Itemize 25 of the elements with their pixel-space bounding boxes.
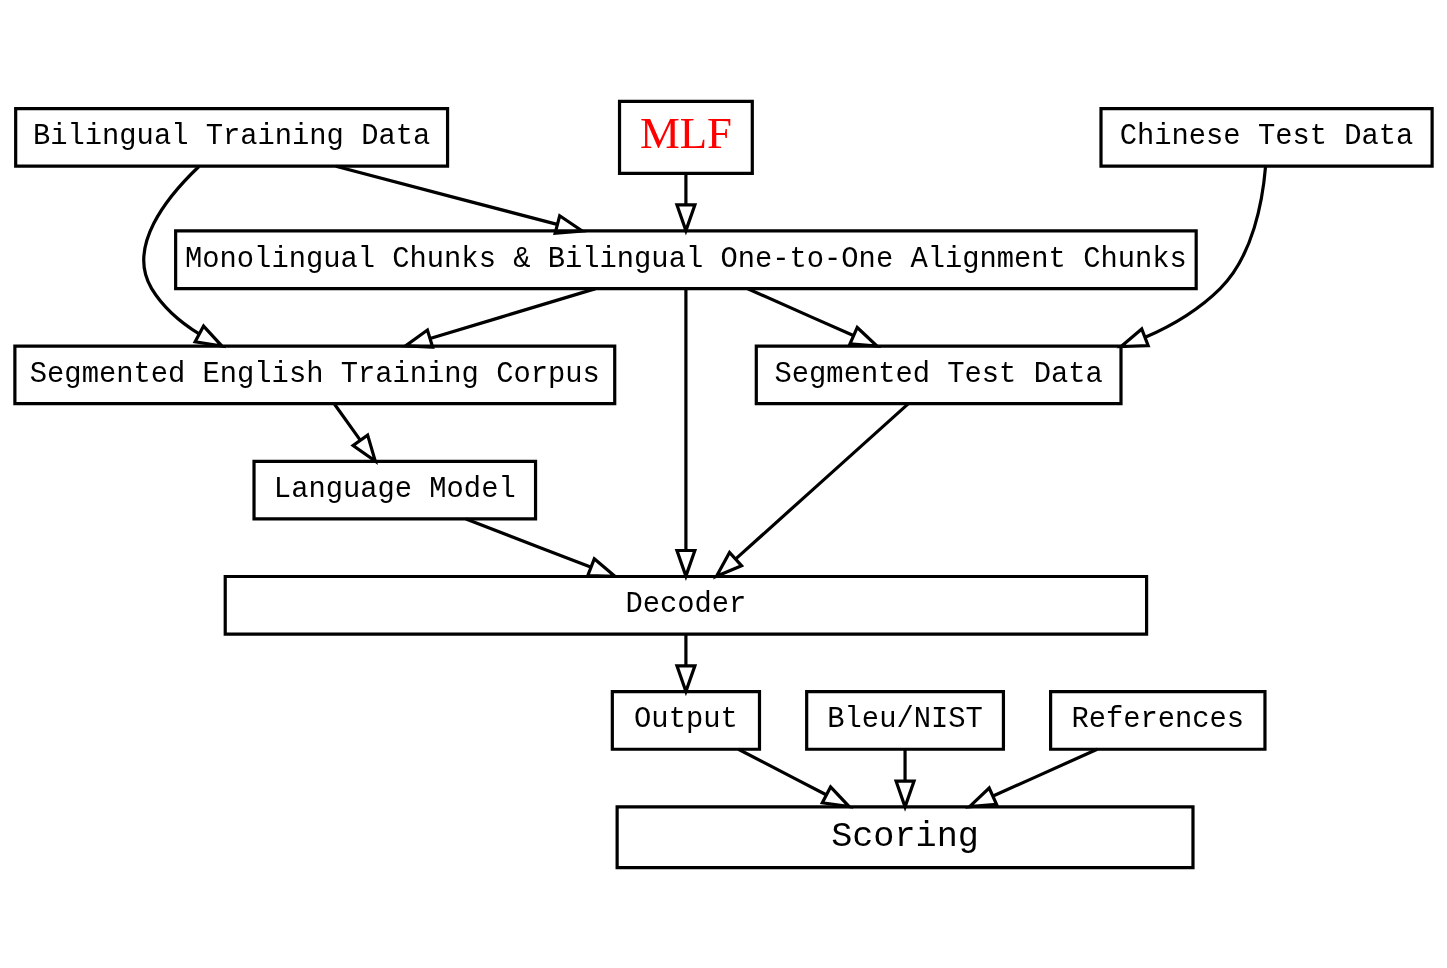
arrow	[1116, 166, 1268, 348]
arrow	[333, 402, 379, 465]
arrow	[674, 288, 698, 581]
arrow	[965, 747, 1098, 809]
node-box: Decoder	[223, 574, 1149, 636]
arrow	[142, 164, 227, 348]
node-box: Bleu/NIST	[805, 689, 1006, 751]
arrow	[674, 634, 698, 696]
node-box: References	[1049, 689, 1267, 751]
arrow	[737, 747, 854, 809]
node-box: Chinese Test Data	[1099, 106, 1434, 168]
node-box: Output	[610, 689, 762, 751]
node-box: Scoring	[615, 804, 1195, 869]
node-box: Segmented Test Data	[754, 344, 1123, 405]
arrow	[712, 402, 910, 579]
arrow	[335, 164, 587, 235]
arrow	[893, 749, 917, 812]
node-box: MLF	[617, 99, 754, 175]
arrow	[674, 172, 698, 235]
node-box: Monolingual Chunks & Bilingual One-to-One Alignment Chunks	[174, 228, 1198, 290]
node-box: Language Model	[252, 459, 538, 520]
arrow	[747, 286, 882, 348]
node-box: Bilingual Training Data	[14, 106, 450, 168]
arrow	[400, 286, 597, 349]
node-box: Segmented English Training Corpus	[13, 344, 617, 405]
